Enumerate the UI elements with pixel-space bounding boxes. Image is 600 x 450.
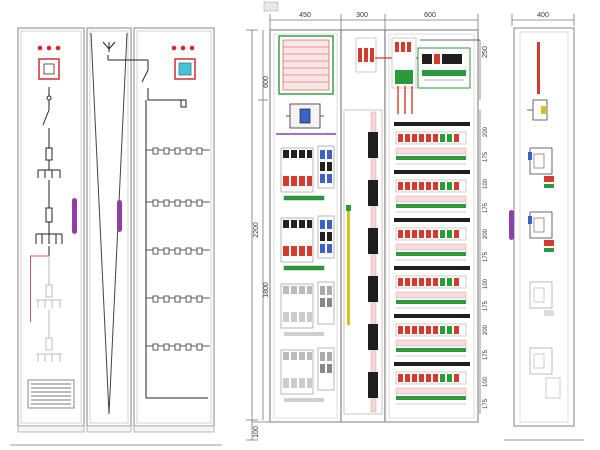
vertical-feeders [397,86,413,114]
dim-right-width: 600 [424,12,436,19]
breaker-module [394,218,470,261]
side-view: 400 [504,12,584,441]
incoming-cabinet [17,27,85,433]
side-dimension-line [511,14,575,26]
feeder-breaker-row [146,295,210,303]
dim-base-height: 100 [253,426,260,438]
side-breaker [529,281,554,316]
row-dim-label: 100 [483,178,489,189]
corner-tag [263,1,279,12]
ventilation-grille [27,379,75,409]
main-breaker [286,103,324,129]
panel-c: 250 [355,29,489,423]
breaker-row-4 [280,347,335,402]
dim-mid-width: 300 [356,12,368,19]
bus-tie-cabinet [86,27,132,433]
feeder-breaker-row [146,199,210,207]
meter-block [278,35,334,95]
row-dimension-labels: 200 175 100 175 200 175 100 175 200 175 … [483,126,489,409]
breaker-module [394,170,470,213]
feeder-breaker-row [146,147,210,155]
panel-b [340,29,386,423]
side-breaker [529,347,561,399]
red-wire-duct [370,111,377,413]
dim-total-height: 2200 [253,222,260,238]
breaker-module [394,314,470,357]
door-handle [509,210,514,240]
side-breaker [528,211,554,252]
faded-schematic [36,256,62,362]
breaker-module [394,362,470,405]
side-component [527,99,548,121]
indicator-lights [171,45,195,51]
row-dim-label: 175 [483,251,489,262]
row-dim-label: 200 [483,228,489,239]
feeder-breaker-row [146,343,210,351]
row-dim-label: 175 [483,300,489,311]
row-dim-label: 175 [483,349,489,360]
breaker-module [394,122,470,165]
front-elevation [10,27,222,446]
cabinet-base [17,425,85,433]
dim-side-width: 400 [537,12,549,19]
row-dim-label: 100 [483,376,489,387]
black-bus-bars [368,132,378,398]
breaker-row-1 [280,145,335,201]
door-handle [72,198,77,234]
feeder-cabinet [107,27,215,433]
yellow-rail [347,205,350,325]
control-module-top [355,37,480,89]
top-dimension-line [269,14,479,30]
dim-right-rail-top: 250 [482,46,489,58]
single-line-schematic [35,87,63,256]
side-breaker [528,147,554,188]
dim-upper-space: 600 [263,76,270,88]
row-dim-label: 200 [483,324,489,335]
row-dim-label: 100 [483,278,489,289]
breaker-row-2 [280,215,335,271]
antenna-symbol [102,41,116,52]
breaker-module [394,266,470,309]
indicator-lights [37,45,61,51]
panel-a [269,29,342,423]
dim-inner-height: 1800 [263,282,270,298]
left-dimension-line [246,29,268,441]
door-swing-lines [90,32,128,415]
row-dim-label: 200 [483,126,489,137]
row-dim-label: 175 [483,151,489,162]
panel-meter [38,58,60,80]
row-dim-label: 175 [483,398,489,409]
feeder-breaker-row [146,247,210,255]
door-handle [117,200,122,232]
dim-left-width: 450 [299,12,311,19]
row-dim-label: 175 [483,202,489,213]
breaker-row-3 [280,281,335,336]
internal-layout: 450 300 600 2200 1800 600 100 [246,1,489,441]
red-cable-line [30,256,31,322]
side-red-bar [537,42,540,94]
